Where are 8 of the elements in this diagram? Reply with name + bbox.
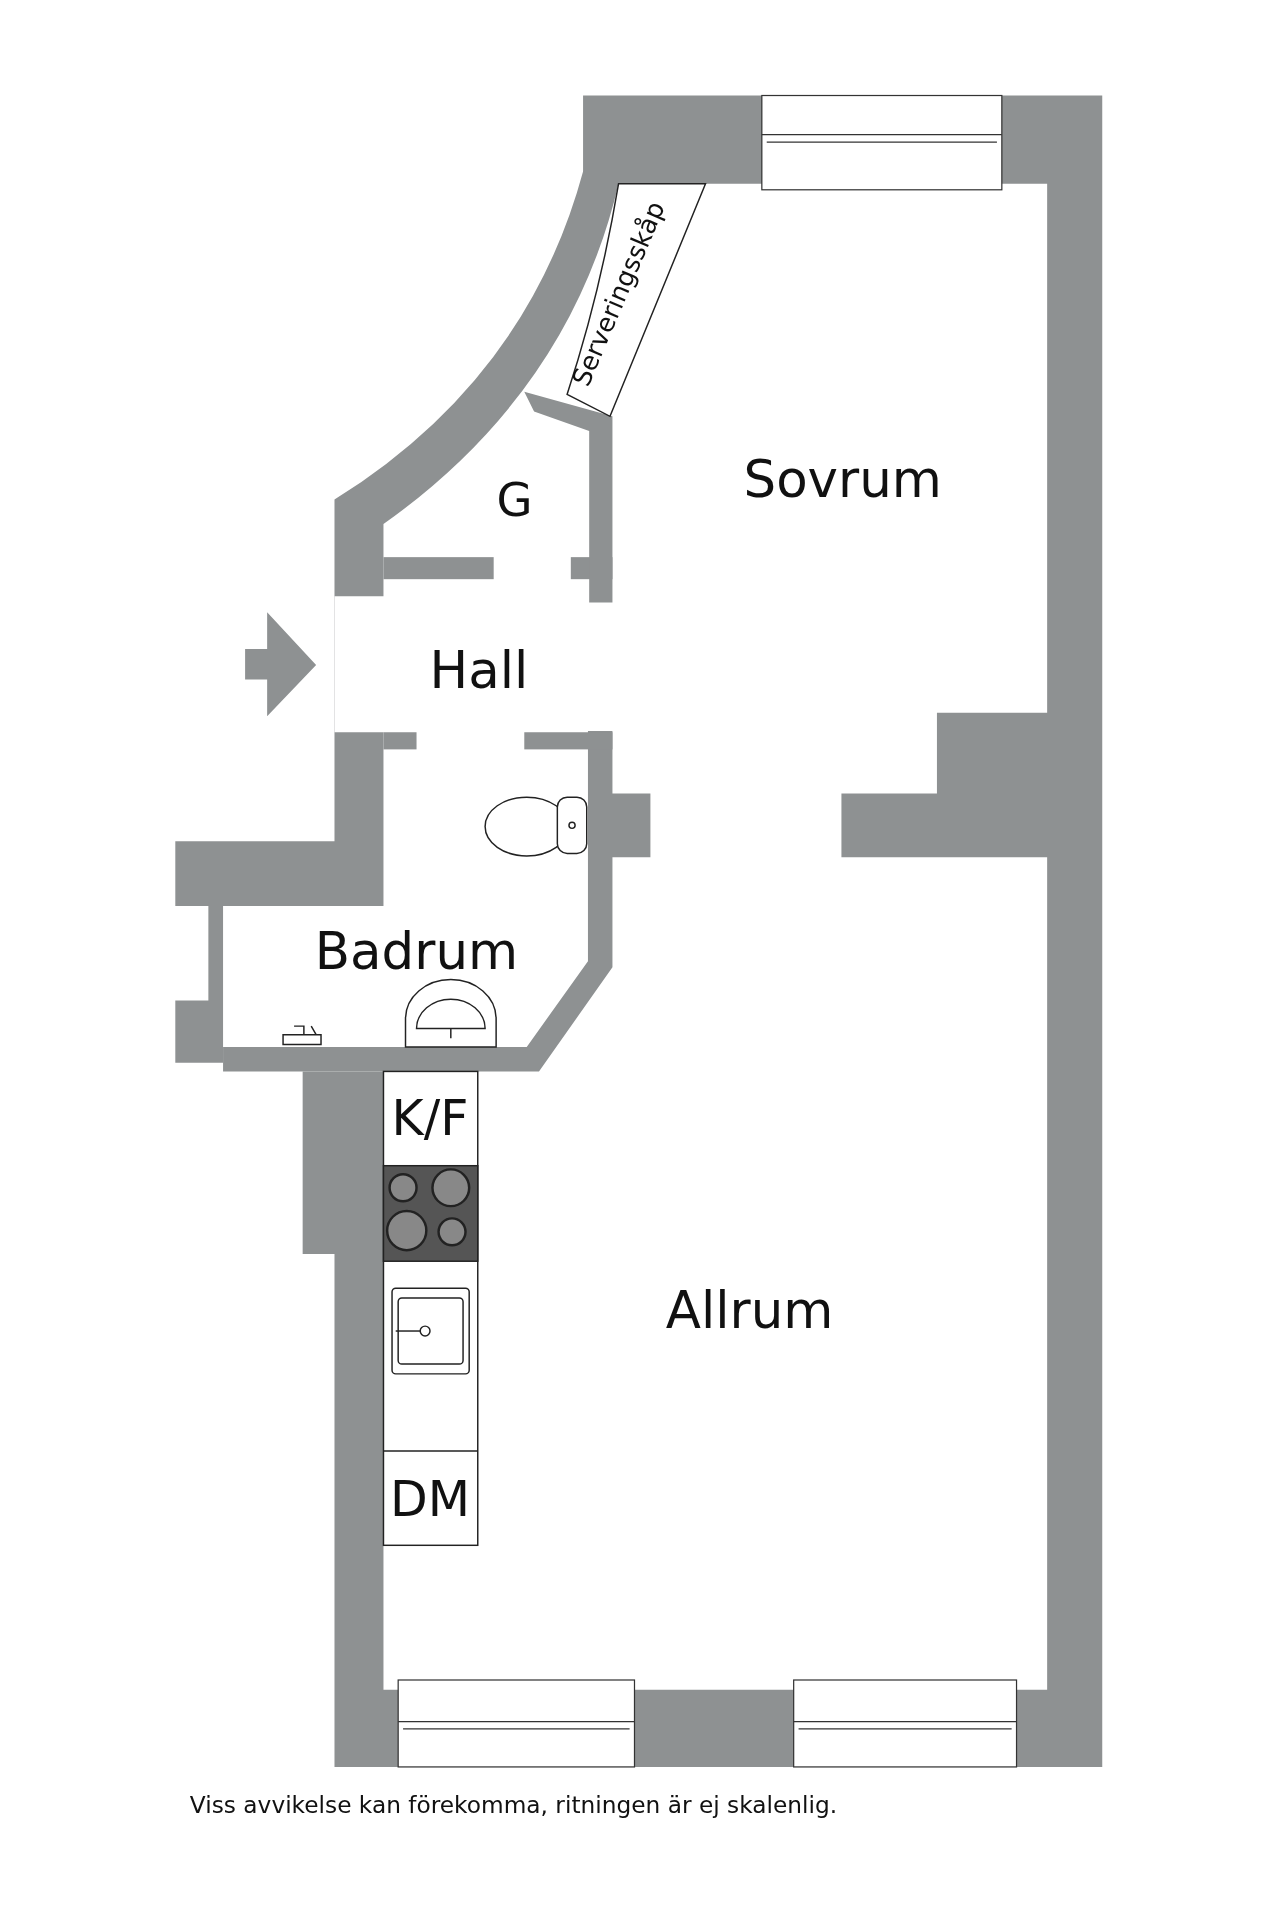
room-label: Sovrum bbox=[743, 454, 942, 506]
room-label: Allrum bbox=[665, 1284, 834, 1337]
appliance-label: DM bbox=[389, 1474, 470, 1524]
room-label: Badrum bbox=[314, 926, 519, 978]
appliance-label: K/F bbox=[391, 1093, 469, 1143]
room-label: G bbox=[496, 476, 533, 523]
disclaimer-note: Viss avvikelse kan förekomma, ritningen är ej skalenlig. bbox=[189, 1790, 838, 1818]
room-label: Hall bbox=[429, 645, 529, 697]
